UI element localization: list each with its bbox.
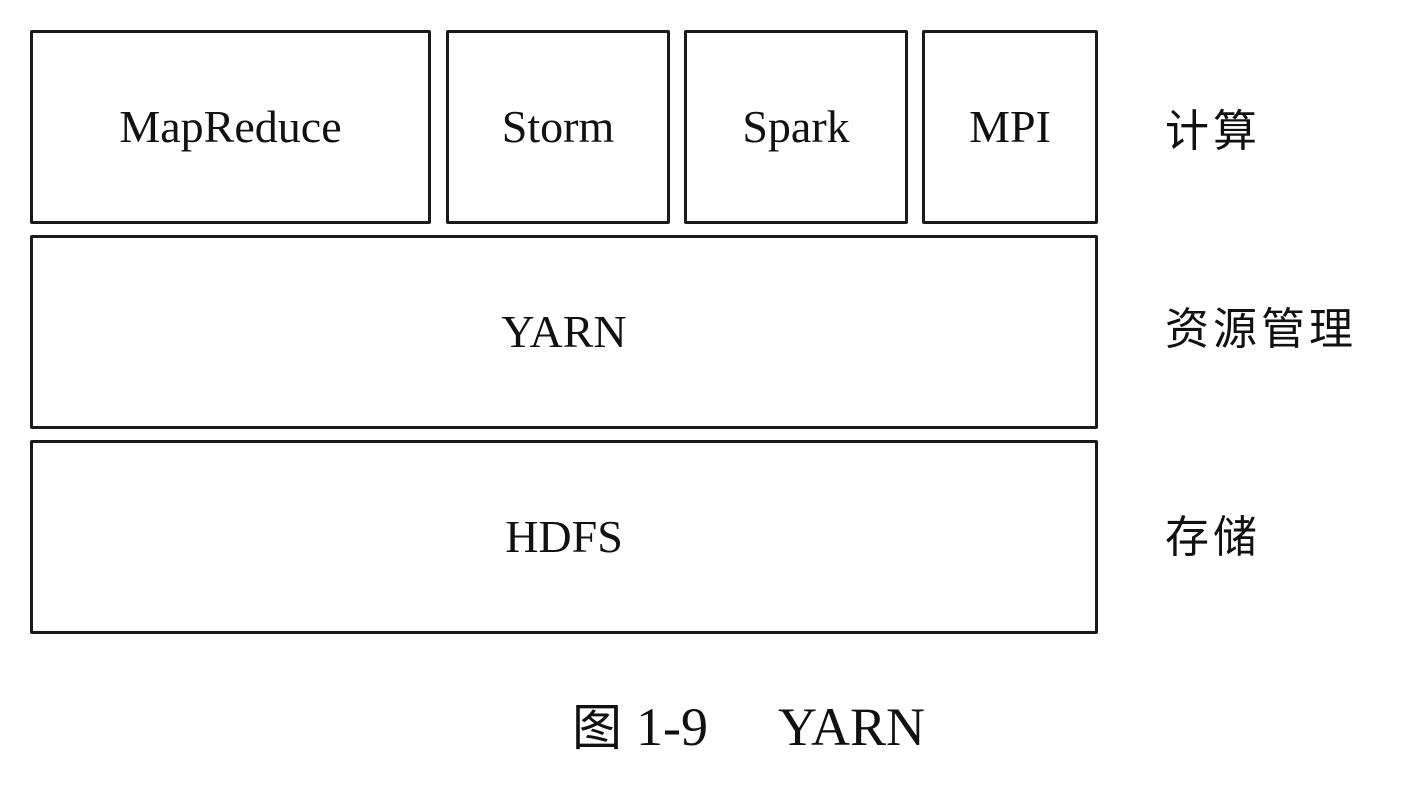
figure-caption: 图 1-9 YARN bbox=[0, 700, 1427, 754]
storage-layer-label: 存储 bbox=[1165, 512, 1261, 563]
spark-label: Spark bbox=[742, 101, 850, 152]
storm-label: Storm bbox=[501, 101, 615, 152]
resource-layer-label: 资源管理 bbox=[1165, 304, 1357, 355]
mpi-label: MPI bbox=[969, 101, 1051, 152]
caption-prefix: 图 bbox=[571, 699, 622, 757]
mapreduce-box: MapReduce bbox=[30, 30, 431, 224]
mpi-box: MPI bbox=[922, 30, 1098, 224]
storm-box: Storm bbox=[446, 30, 670, 224]
caption-number: 1-9 bbox=[635, 697, 708, 757]
caption-title: YARN bbox=[777, 697, 925, 757]
spark-box: Spark bbox=[684, 30, 908, 224]
yarn-box: YARN bbox=[30, 235, 1098, 429]
hdfs-label: HDFS bbox=[505, 511, 623, 562]
yarn-label: YARN bbox=[501, 306, 627, 357]
compute-layer-label: 计算 bbox=[1165, 106, 1261, 157]
mapreduce-label: MapReduce bbox=[119, 101, 342, 152]
hdfs-box: HDFS bbox=[30, 440, 1098, 634]
